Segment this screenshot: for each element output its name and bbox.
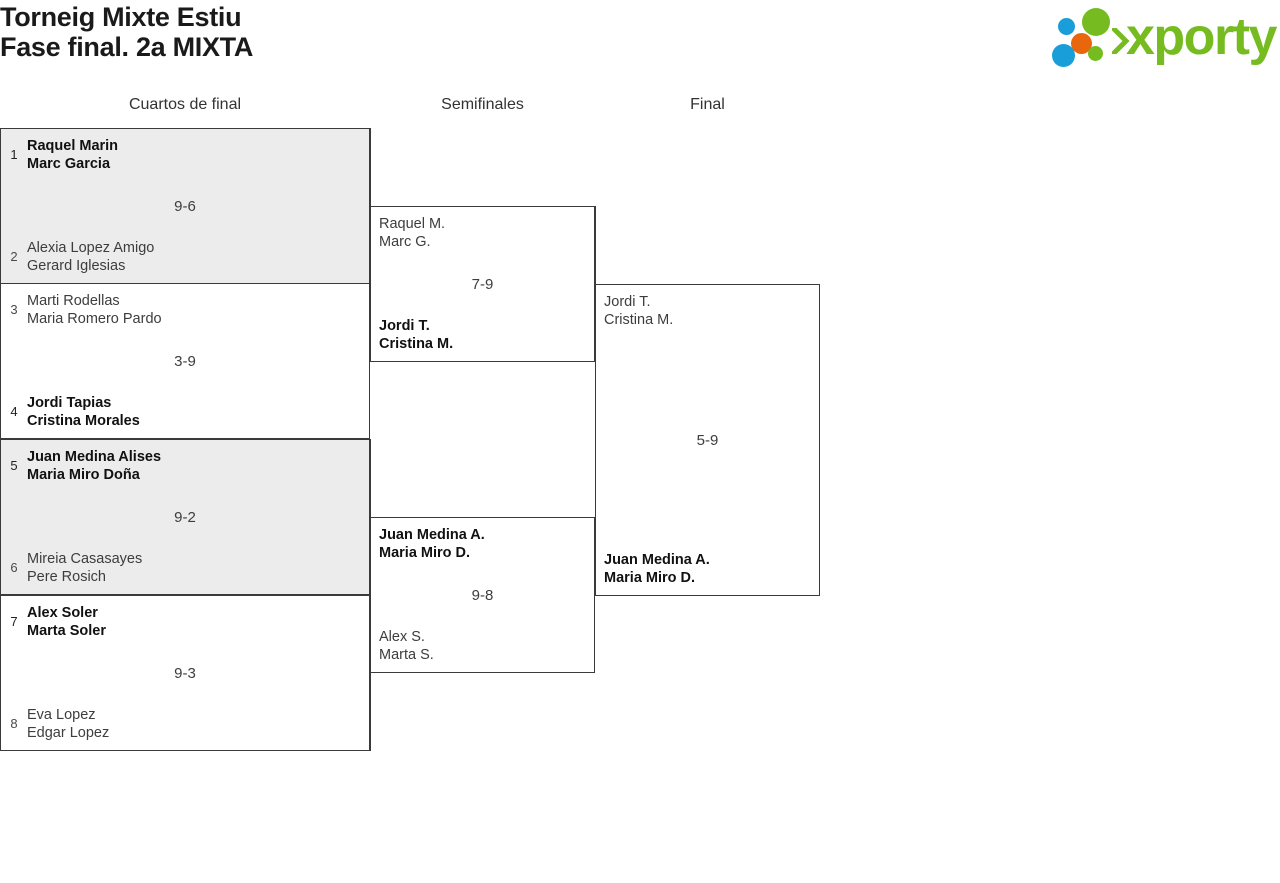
match-competitor-top[interactable]: 7 Alex Soler Marta Soler [1,604,369,640]
player-name: Raquel M. [379,216,446,232]
player-name: Juan Medina Alises [27,449,162,465]
competitor-names: Raquel M. Marc G. [379,215,594,251]
player-name: Raquel Marin [27,138,119,154]
round-header-semifinals: Semifinales [441,96,524,113]
competitor-names: Jordi Tapias Cristina Morales [27,394,369,430]
player-name: Jordi Tapias [27,395,112,411]
logo-dot-orange [1071,33,1092,54]
competitor-names: Raquel Marin Marc Garcia [27,137,369,173]
tournament-name: Torneig Mixte Estiu [0,2,242,32]
match-competitor-top[interactable]: 3 Marti Rodellas Maria Romero Pardo [1,292,369,328]
round-header-quarterfinals: Cuartos de final [128,96,242,113]
logo-dot-blue-small [1058,18,1075,35]
competitor-names: Jordi T. Cristina M. [604,293,819,329]
competitor-names: Juan Medina A. Maria Miro D. [379,526,594,562]
bracket-connector-sf2-tail [370,673,371,751]
logo-dots-icon [1052,6,1130,67]
competitor-names: Eva Lopez Edgar Lopez [27,706,369,742]
match-competitor-top[interactable]: Raquel M. Marc G. [371,215,594,251]
match-score: 9-6 [174,198,196,215]
match-competitor-top[interactable]: Jordi T. Cristina M. [596,293,819,329]
player-name: Alex S. [379,629,425,645]
bracket-connector-sf2 [370,439,371,517]
player-name: Maria Romero Pardo [27,311,162,327]
match-score: 9-2 [174,509,196,526]
match-competitor-top[interactable]: 1 Raquel Marin Marc Garcia [1,137,369,173]
player-name: Mireia Casasayes [27,551,143,567]
player-name: Marta Soler [27,623,106,639]
player-name: Juan Medina A. [379,527,485,543]
player-name: Marti Rodellas [27,293,120,309]
seed-number: 5 [10,458,18,473]
match-score: 3-9 [174,353,196,370]
player-name: Gerard Iglesias [27,258,126,274]
player-name: Cristina M. [604,312,674,328]
page-title: Torneig Mixte Estiu Fase final. 2a MIXTA [0,0,253,62]
competitor-names: Alex S. Marta S. [379,628,594,664]
competitor-names: Juan Medina A. Maria Miro D. [604,551,819,587]
logo-wordmark: xporty [1126,8,1277,66]
player-name: Alex Soler [27,605,98,621]
match-competitor-bottom[interactable]: Alex S. Marta S. [371,628,594,664]
match-competitor-top[interactable]: Juan Medina A. Maria Miro D. [371,526,594,562]
player-name: Marta S. [379,647,434,663]
page-header: Torneig Mixte Estiu Fase final. 2a MIXTA… [0,0,1280,80]
match-score: 5-9 [696,432,719,449]
competitor-names: Marti Rodellas Maria Romero Pardo [27,292,369,328]
match-semifinal-2[interactable]: Juan Medina A. Maria Miro D. 9-8 Alex S.… [370,517,595,673]
match-competitor-bottom[interactable]: 2 Alexia Lopez Amigo Gerard Iglesias [1,239,369,275]
chevron-right-icon [1112,28,1130,54]
competitor-names: Jordi T. Cristina M. [379,317,594,353]
match-semifinal-1[interactable]: Raquel M. Marc G. 7-9 Jordi T. Cristina … [370,206,595,362]
player-name: Maria Miro D. [379,545,471,561]
player-name: Edgar Lopez [27,725,110,741]
logo-dot-blue-large [1052,44,1075,67]
seed-number: 1 [10,147,18,162]
logo-dot-green-small [1088,46,1103,61]
player-name: Juan Medina A. [604,552,710,568]
tournament-bracket: 1 Raquel Marin Marc Garcia 9-6 2 Alexia … [0,128,900,768]
player-name: Maria Miro Doña [27,467,140,483]
bracket-connector-final [595,206,596,284]
match-competitor-bottom[interactable]: 4 Jordi Tapias Cristina Morales [1,394,369,430]
xporty-logo[interactable]: xporty [1052,6,1277,68]
seed-number: 4 [10,404,18,419]
player-name: Marc G. [379,234,431,250]
player-name: Eva Lopez [27,707,96,723]
competitor-names: Mireia Casasayes Pere Rosich [27,550,369,586]
tournament-phase: Fase final. 2a MIXTA [0,32,254,62]
player-name: Maria Miro D. [604,570,696,586]
player-name: Jordi T. [604,294,651,310]
match-competitor-bottom[interactable]: 6 Mireia Casasayes Pere Rosich [1,550,369,586]
seed-number: 6 [10,560,18,575]
player-name: Jordi T. [379,318,430,334]
player-name: Cristina Morales [27,413,140,429]
match-competitor-bottom[interactable]: Juan Medina A. Maria Miro D. [596,551,819,587]
bracket-connector-sf1 [370,128,371,206]
match-score: 7-9 [471,276,494,293]
seed-number: 8 [10,716,18,731]
competitor-names: Alexia Lopez Amigo Gerard Iglesias [27,239,369,275]
player-name: Marc Garcia [27,156,111,172]
match-quarterfinal-3[interactable]: 5 Juan Medina Alises Maria Miro Doña 9-2… [0,439,370,595]
player-name: Cristina M. [379,336,454,352]
competitor-names: Juan Medina Alises Maria Miro Doña [27,448,369,484]
match-competitor-top[interactable]: 5 Juan Medina Alises Maria Miro Doña [1,448,369,484]
seed-number: 3 [10,302,18,317]
match-quarterfinal-2[interactable]: 3 Marti Rodellas Maria Romero Pardo 3-9 … [0,283,370,439]
match-final[interactable]: Jordi T. Cristina M. 5-9 Juan Medina A. … [595,284,820,596]
match-competitor-bottom[interactable]: Jordi T. Cristina M. [371,317,594,353]
match-quarterfinal-4[interactable]: 7 Alex Soler Marta Soler 9-3 8 Eva Lopez… [0,595,370,751]
player-name: Alexia Lopez Amigo [27,240,155,256]
logo-dot-green-large [1082,8,1110,36]
match-score: 9-3 [174,665,196,682]
match-quarterfinal-1[interactable]: 1 Raquel Marin Marc Garcia 9-6 2 Alexia … [0,128,370,284]
competitor-names: Alex Soler Marta Soler [27,604,369,640]
match-score: 9-8 [471,587,494,604]
player-name: Pere Rosich [27,569,106,585]
round-header-final: Final [690,96,725,113]
match-competitor-bottom[interactable]: 8 Eva Lopez Edgar Lopez [1,706,369,742]
seed-number: 7 [10,614,18,629]
seed-number: 2 [10,249,18,264]
